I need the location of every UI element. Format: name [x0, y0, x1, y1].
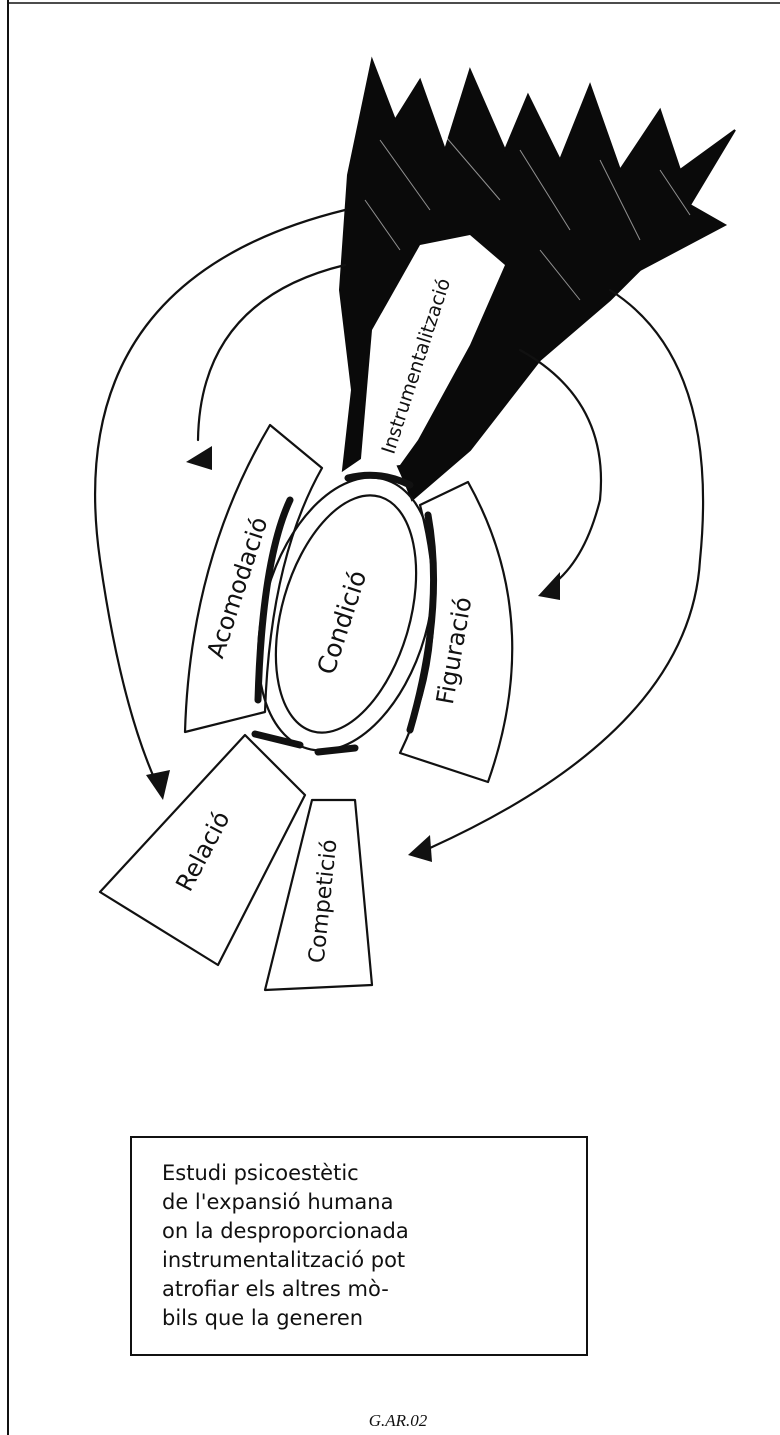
arrow-to-acomodacio	[186, 265, 345, 470]
label-competicio: Competició	[305, 838, 343, 964]
label-figuracio: Figuració	[431, 595, 477, 707]
connector-bottom-mid	[318, 748, 355, 752]
arrow-to-relacio	[95, 210, 345, 800]
note-line-3: on la desproporcionada	[162, 1219, 409, 1243]
label-condicio: Condició	[312, 567, 373, 678]
note-text: Estudi psicoestètic de l'expansió humana…	[162, 1161, 409, 1330]
connector-bottom-left	[255, 734, 300, 745]
note-line-1: Estudi psicoestètic	[162, 1161, 359, 1185]
arrow-to-figuracio	[520, 350, 601, 600]
figure-caption: G.AR.02	[369, 1411, 428, 1430]
label-relacio: Relació	[170, 807, 235, 896]
note-line-2: de l'expansió humana	[162, 1190, 393, 1214]
note-line-5: atrofiar els altres mò-	[162, 1277, 389, 1301]
note-line-4: instrumentalització pot	[162, 1248, 405, 1272]
note-line-6: bils que la generen	[162, 1306, 363, 1330]
